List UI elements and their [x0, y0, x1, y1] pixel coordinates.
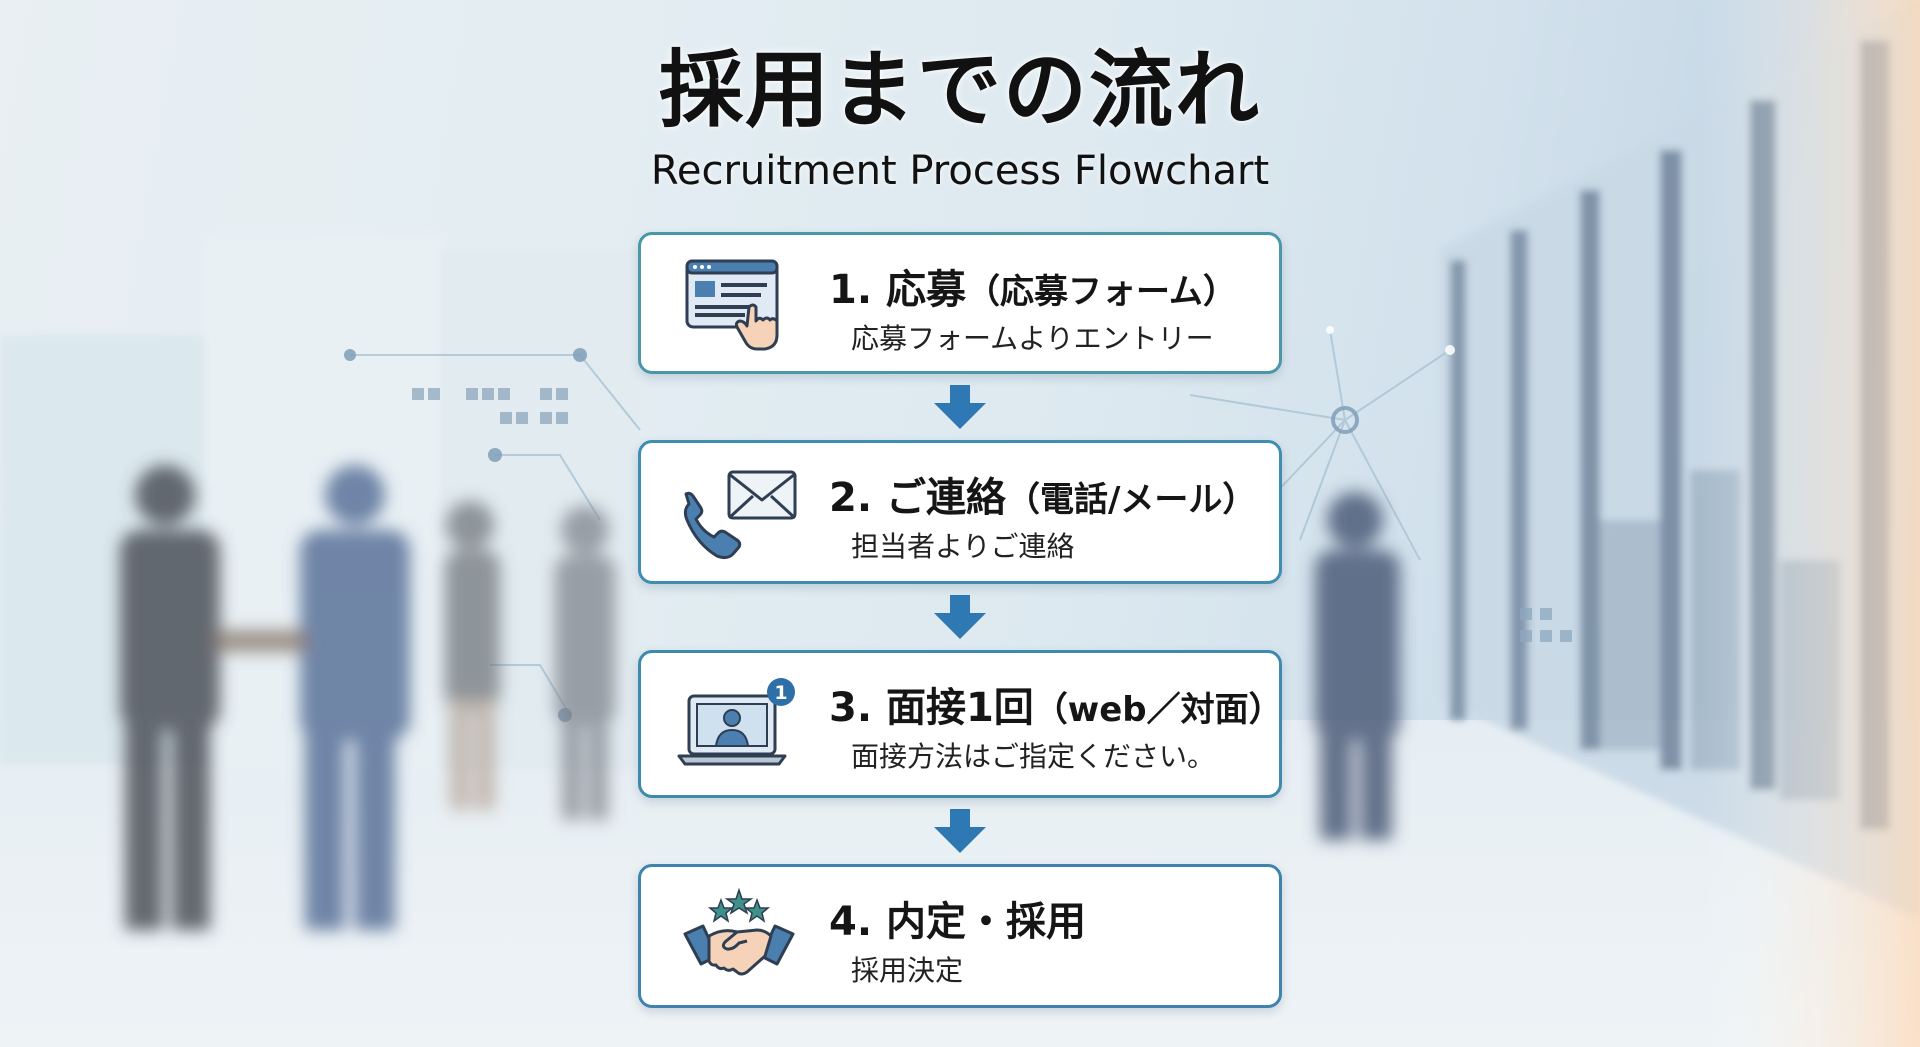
arrow-down-icon	[934, 385, 986, 429]
arrow-down-icon	[934, 595, 986, 639]
step-1-description: 応募フォームよりエントリー	[851, 322, 1214, 355]
flow-arrow-1	[638, 374, 1282, 440]
process-flow: 1. 応募（応募フォーム） 応募フォームよりエントリー 2. ご連絡（電話/メー…	[638, 232, 1283, 1008]
phone-mail-icon	[683, 470, 797, 560]
title-block: 採用までの流れ Recruitment Process Flowchart	[0, 40, 1920, 196]
step-3-badge: 1	[774, 682, 787, 704]
page-subtitle: Recruitment Process Flowchart	[650, 148, 1270, 194]
step-3-card: 1 3. 面接1回（web／対面） 面接方法はご指定ください。	[638, 650, 1283, 798]
step-4-description: 採用決定	[851, 954, 964, 987]
web-form-click-icon	[685, 259, 779, 351]
arrow-down-icon	[934, 809, 986, 853]
flow-arrow-3	[638, 798, 1282, 864]
step-1-card: 1. 応募（応募フォーム） 応募フォームよりエントリー	[638, 232, 1282, 374]
step-2-card: 2. ご連絡（電話/メール） 担当者よりご連絡	[638, 440, 1282, 584]
step-4-heading: 4. 内定・採用	[829, 899, 1086, 945]
laptop-video-call-icon: 1	[677, 678, 795, 766]
step-3-description: 面接方法はご指定ください。	[851, 740, 1216, 773]
step-1-heading: 1. 応募（応募フォーム）	[829, 267, 1237, 313]
step-4-card: 4. 内定・採用 採用決定	[638, 864, 1282, 1008]
step-2-description: 担当者よりご連絡	[851, 530, 1075, 563]
flow-arrow-2	[638, 584, 1282, 650]
page-title: 採用までの流れ	[658, 41, 1261, 139]
handshake-stars-icon	[683, 887, 795, 976]
step-3-heading: 3. 面接1回（web／対面）	[829, 685, 1283, 731]
step-2-heading: 2. ご連絡（電話/メール）	[829, 475, 1257, 521]
